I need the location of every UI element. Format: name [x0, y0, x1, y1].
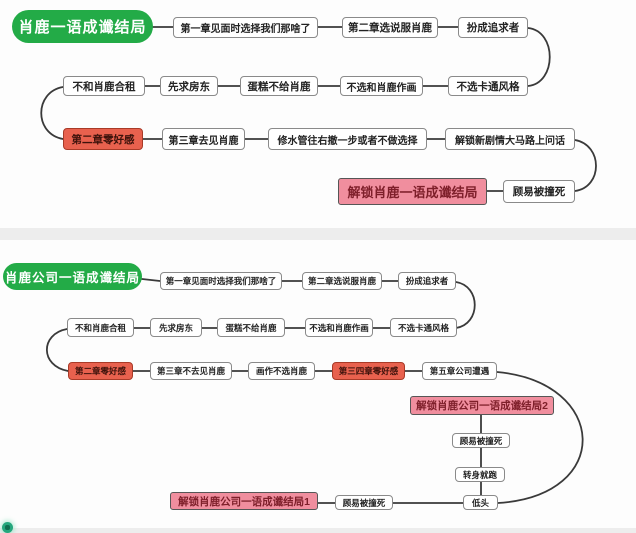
node-s2-end2: 解锁肖鹿公司一语成谶结局2 — [410, 396, 554, 415]
badge-inner-dot — [5, 525, 10, 530]
node-s1-c4: 解锁新剧情大马路上问话 — [445, 128, 575, 150]
green-badge-icon[interactable] — [2, 522, 13, 533]
node-s2-b4: 不选和肖鹿作画 — [305, 318, 373, 337]
node-s2-c2: 第三章不去见肖鹿 — [150, 362, 232, 380]
node-s2-a3: 扮成追求者 — [398, 272, 456, 290]
node-s1-c3: 修水管往右撤一步或者不做选择 — [268, 128, 427, 150]
node-s2-b2: 先求房东 — [150, 318, 202, 337]
node-s2-e1: 顾易被撞死 — [335, 495, 393, 510]
node-s1-a1: 第一章见面时选择我们那啥了 — [173, 17, 318, 38]
node-s2-c1: 第二章零好感 — [68, 362, 133, 380]
node-s1-start-title: 肖鹿一语成谶结局 — [12, 10, 153, 43]
node-s2-c5: 第五章公司遭遇 — [422, 362, 497, 380]
node-s1-b5: 不选卡通风格 — [448, 76, 528, 96]
node-s1-b3: 蛋糕不给肖鹿 — [240, 76, 318, 96]
node-s2-a2: 第二章选说服肖鹿 — [302, 272, 382, 290]
node-s2-b3: 蛋糕不给肖鹿 — [217, 318, 285, 337]
node-s2-c3: 画作不选肖鹿 — [248, 362, 315, 380]
node-s2-a1: 第一章见面时选择我们那啥了 — [160, 272, 282, 290]
node-s2-d2: 转身就跑 — [455, 467, 505, 482]
node-s1-d2: 顾易被撞死 — [503, 180, 575, 203]
node-s2-c4: 第三四章零好感 — [332, 362, 405, 380]
node-s2-start-title: 肖鹿公司一语成谶结局 — [3, 263, 142, 290]
node-s1-b2: 先求房东 — [160, 76, 218, 96]
node-s1-c2: 第三章去见肖鹿 — [162, 128, 245, 150]
node-s2-end1: 解锁肖鹿公司一语成谶结局1 — [170, 492, 318, 510]
node-s1-c1: 第二章零好感 — [63, 128, 143, 150]
node-s2-b5: 不选卡通风格 — [390, 318, 457, 337]
node-s2-b1: 不和肖鹿合租 — [67, 318, 134, 337]
node-s2-d1: 顾易被撞死 — [452, 433, 510, 448]
node-s2-d3: 低头 — [463, 495, 498, 510]
node-s1-d1: 解锁肖鹿一语成谶结局 — [338, 178, 487, 205]
node-s1-b1: 不和肖鹿合租 — [63, 76, 145, 96]
node-s1-a3: 扮成追求者 — [458, 17, 528, 38]
node-s1-b4: 不选和肖鹿作画 — [340, 76, 423, 96]
node-s1-a2: 第二章选说服肖鹿 — [342, 17, 438, 38]
